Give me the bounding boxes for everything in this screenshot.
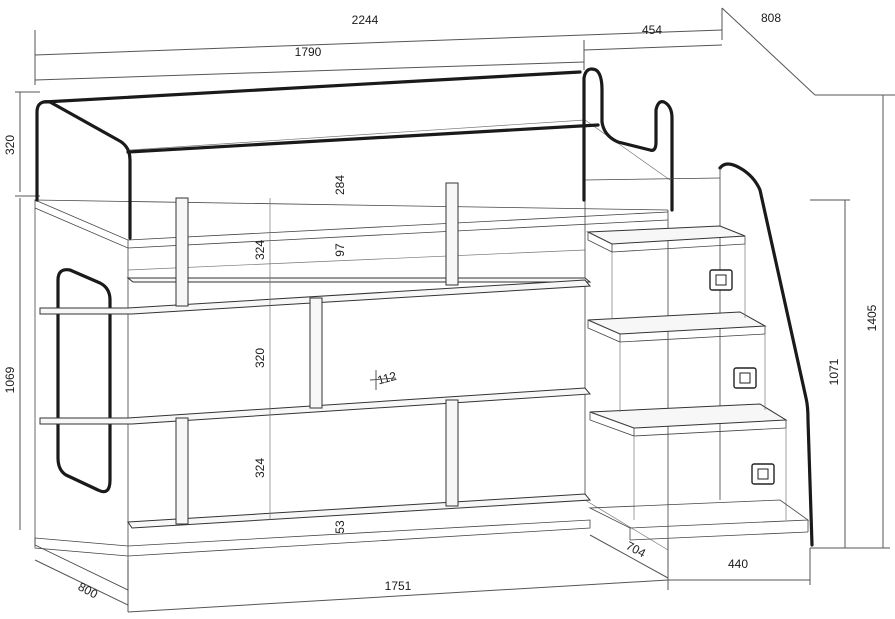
shelf-3 bbox=[127, 493, 592, 529]
dim-total-length: 2244 bbox=[352, 13, 379, 27]
back-guard-rail bbox=[42, 70, 582, 104]
partition-lower-right bbox=[445, 399, 459, 507]
dim-shelf-gap-lower: 324 bbox=[253, 458, 267, 478]
dim-bed-depth: 800 bbox=[76, 580, 101, 602]
dim-rail-height: 320 bbox=[3, 135, 17, 155]
left-side-panel bbox=[34, 199, 129, 591]
side-window-frame bbox=[56, 268, 112, 494]
dim-stair-lower-height: 1071 bbox=[827, 358, 841, 385]
stair-base bbox=[588, 499, 810, 529]
dim-base-length: 1751 bbox=[385, 579, 412, 593]
right-guard-rail bbox=[582, 67, 674, 212]
bottom-dimension-lines bbox=[34, 534, 811, 613]
right-dimension-lines bbox=[810, 95, 890, 549]
dim-bed-height: 1069 bbox=[3, 366, 17, 393]
stair-side-rail bbox=[718, 162, 814, 547]
staircase bbox=[584, 162, 814, 547]
partition-lower-left bbox=[175, 417, 189, 525]
dim-partition-width: 112 bbox=[376, 369, 398, 388]
guard-rails bbox=[35, 67, 674, 494]
drawer-handle-bottom bbox=[751, 463, 775, 485]
top-dimension-lines bbox=[34, 7, 895, 96]
dim-top-shelf-gap: 284 bbox=[333, 175, 347, 195]
left-guard-rail bbox=[35, 100, 132, 240]
drawer-handle-top bbox=[709, 269, 733, 291]
shelf-top bbox=[126, 277, 592, 283]
dim-stair-length: 454 bbox=[642, 23, 662, 37]
base-board bbox=[34, 519, 591, 557]
partition-middle bbox=[309, 297, 323, 409]
shelving-unit bbox=[34, 182, 592, 557]
dim-depth-top: 808 bbox=[761, 11, 781, 25]
back-guard-rail-lower bbox=[126, 123, 600, 154]
bed-frame bbox=[34, 119, 671, 591]
dim-bed-length: 1790 bbox=[295, 45, 322, 59]
dim-bottom-gap: 53 bbox=[333, 520, 347, 534]
dim-middle-gap: 320 bbox=[253, 348, 267, 368]
dim-stair-height: 1405 bbox=[865, 304, 879, 331]
drawer-handle-middle bbox=[733, 367, 757, 389]
stair-step-2 bbox=[587, 311, 767, 335]
partition-upper-right bbox=[445, 182, 459, 286]
stair-step-1 bbox=[586, 225, 746, 245]
dim-upper-cubby: 97 bbox=[333, 243, 347, 257]
dim-stair-width: 440 bbox=[728, 557, 748, 571]
partition-upper-left bbox=[175, 197, 189, 307]
dim-stair-depth: 704 bbox=[624, 539, 649, 561]
stair-step-3 bbox=[589, 403, 788, 429]
dim-shelf-gap-upper: 324 bbox=[253, 240, 267, 260]
